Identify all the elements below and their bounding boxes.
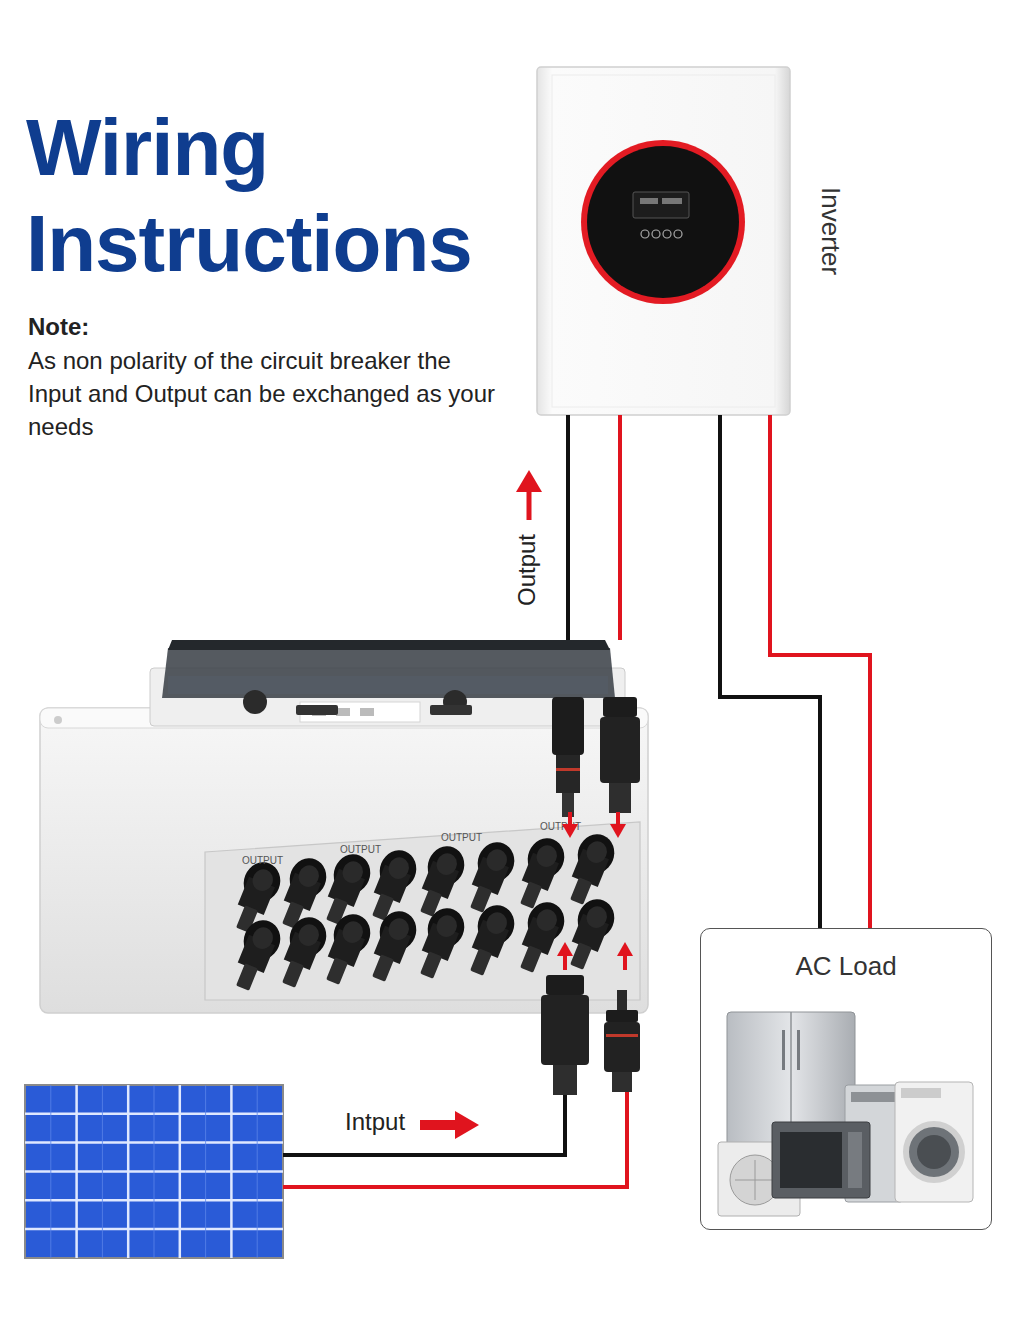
solar-panel	[25, 1085, 283, 1258]
note-heading: Note:	[28, 310, 89, 343]
combiner-box	[40, 640, 648, 1013]
flow-arrows-part	[557, 942, 573, 956]
flow-arrows	[557, 812, 633, 970]
combiner-box-part	[296, 705, 338, 715]
inverter-body-part	[640, 198, 658, 204]
solar-panel-part	[25, 1085, 283, 1258]
inverter-box: Inverter	[537, 67, 790, 415]
combiner-box-part	[430, 705, 472, 715]
solar-wires	[283, 1090, 627, 1187]
inverter-body	[537, 67, 790, 415]
port-label: OUTPUT	[340, 844, 381, 855]
load-label: AC Load	[701, 951, 991, 982]
inverter-body-part	[641, 230, 649, 238]
combiner-box-part	[362, 906, 422, 986]
flow-arrows-part	[563, 954, 567, 970]
output-plug-positive-part	[609, 783, 631, 813]
combiner-box-part	[560, 829, 620, 909]
solar-panel-part	[25, 1085, 283, 1258]
input-arrow-part	[455, 1111, 479, 1139]
output-plug-negative-part	[556, 755, 580, 793]
direction-arrow-shaft	[527, 492, 532, 520]
combiner-box-part	[626, 716, 634, 724]
diagram-title: Wiring Instructions	[26, 100, 496, 292]
inverter-body-part	[633, 192, 689, 218]
port-label: OUTPUT	[540, 821, 581, 832]
flow-arrows-part	[610, 824, 626, 838]
input-plug-negative-part	[546, 975, 584, 995]
output-plug-negative-part	[556, 768, 580, 771]
combiner-box-part	[226, 915, 286, 995]
combiner-box-part	[54, 716, 62, 724]
input-plug-positive-part	[606, 1034, 638, 1037]
solar-wires-part	[283, 1095, 565, 1155]
output-plug-negative-part	[552, 697, 584, 755]
combiner-box-part	[360, 708, 374, 716]
input-plug-positive-part	[612, 1072, 632, 1092]
inverter-body-part	[674, 230, 682, 238]
combiner-box-part	[243, 690, 267, 714]
solar-wires-part	[283, 1090, 627, 1187]
ac-load-box: AC Load	[700, 928, 992, 1230]
inverter-body-part	[587, 146, 739, 298]
wire-connector	[720, 415, 870, 928]
output-plug-positive-part	[600, 717, 640, 783]
inverter-body-part	[537, 67, 790, 415]
wire	[566, 415, 570, 640]
combiner-box-part	[336, 708, 350, 716]
wire	[618, 415, 622, 640]
note-text: As non polarity of the circuit breaker t…	[28, 344, 498, 443]
wire	[770, 415, 870, 928]
combiner-box-part	[316, 909, 376, 989]
input-plug-positive-part	[604, 1022, 640, 1072]
inverter-body-part	[663, 230, 671, 238]
wire-connector	[516, 415, 620, 640]
combiner-box-part	[560, 894, 620, 974]
port-label: OUTPUT	[441, 832, 482, 843]
combiner-box: OUTPUT OUTPUT OUTPUT OUTPUT	[40, 640, 650, 1015]
input-label: Intput	[345, 1105, 405, 1138]
input-plug-positive-part	[617, 990, 627, 1010]
combiner-box-part	[460, 837, 520, 917]
input-arrow	[420, 1111, 479, 1139]
combiner-box-part	[205, 822, 640, 1000]
flow-arrows-part	[623, 954, 627, 970]
combiner-box-part	[272, 912, 332, 992]
inverter-body-part	[552, 75, 775, 407]
input-plug-positive-part	[606, 1010, 638, 1022]
input-plug-negative	[541, 975, 589, 1095]
input-plug-negative-part	[541, 995, 589, 1065]
combiner-box-part	[40, 708, 648, 1013]
output-plug-negative	[552, 697, 584, 817]
output-plug-negative-part	[562, 793, 574, 817]
output-plug-positive-part	[603, 697, 637, 717]
combiner-box-part	[510, 897, 570, 977]
flow-arrows-part	[616, 812, 620, 826]
combiner-box-part	[168, 640, 610, 650]
combiner-box-part	[410, 903, 470, 983]
port-label: OUTPUT	[242, 855, 283, 866]
solar-panel-part	[51, 1085, 257, 1258]
inverter-label: Inverter	[815, 187, 846, 275]
input-plug-positive	[604, 990, 640, 1092]
direction-arrow-head	[516, 470, 542, 492]
combiner-box-part	[510, 833, 570, 913]
combiner-box-part	[410, 841, 470, 921]
input-arrow-part	[420, 1120, 458, 1130]
edge-label: Output	[513, 534, 541, 606]
output-plug-positive	[600, 697, 640, 813]
combiner-box-part	[460, 900, 520, 980]
inverter-body-part	[652, 230, 660, 238]
flow-arrows-part	[617, 942, 633, 956]
combiner-box-part	[168, 676, 608, 694]
combiner-box-part	[162, 648, 615, 698]
inverter-body-part	[662, 198, 682, 204]
inverter-body-part	[581, 140, 745, 304]
input-plug-negative-part	[553, 1065, 577, 1095]
wire	[720, 415, 820, 928]
